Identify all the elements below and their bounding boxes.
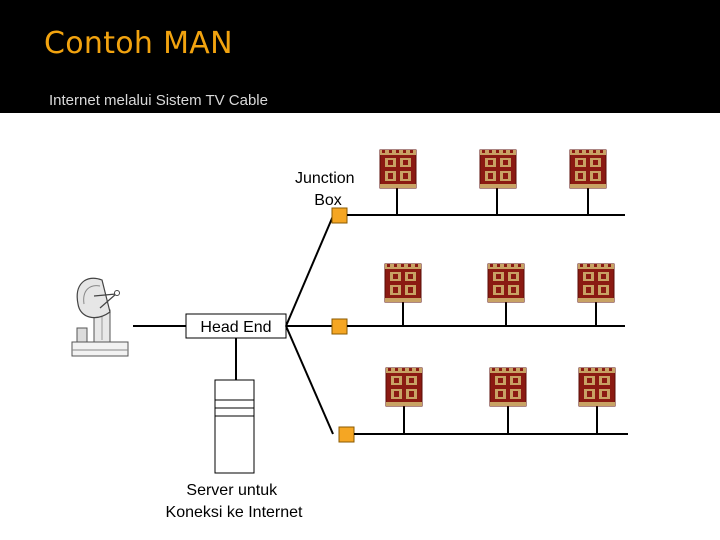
house-icon (379, 149, 417, 189)
junction-box-icon (338, 426, 355, 443)
slide-header: Contoh MAN Internet melalui Sistem TV Ca… (0, 0, 720, 113)
junction-box-label: Junction Box (295, 170, 359, 209)
slide-title: Contoh MAN (44, 26, 233, 61)
junction-box-icon (331, 318, 348, 335)
satellite-dish-icon (71, 277, 129, 357)
head-end-label: Head End (200, 319, 271, 336)
slide-subtitle: Internet melalui Sistem TV Cable (49, 92, 268, 109)
house-icon (578, 367, 616, 407)
cable-branch-top (285, 215, 334, 327)
server-label: Server untuk Koneksi ke Internet (166, 482, 304, 521)
house-icon (487, 263, 525, 303)
server-icon (214, 379, 255, 474)
cable-branch-bottom (285, 325, 334, 435)
head-end-box: Head End (185, 313, 287, 339)
house-icon (577, 263, 615, 303)
house-icon (489, 367, 527, 407)
house-icon (385, 367, 423, 407)
house-icon (569, 149, 607, 189)
junction-box-icon (331, 207, 348, 224)
house-icon (384, 263, 422, 303)
house-icon (479, 149, 517, 189)
